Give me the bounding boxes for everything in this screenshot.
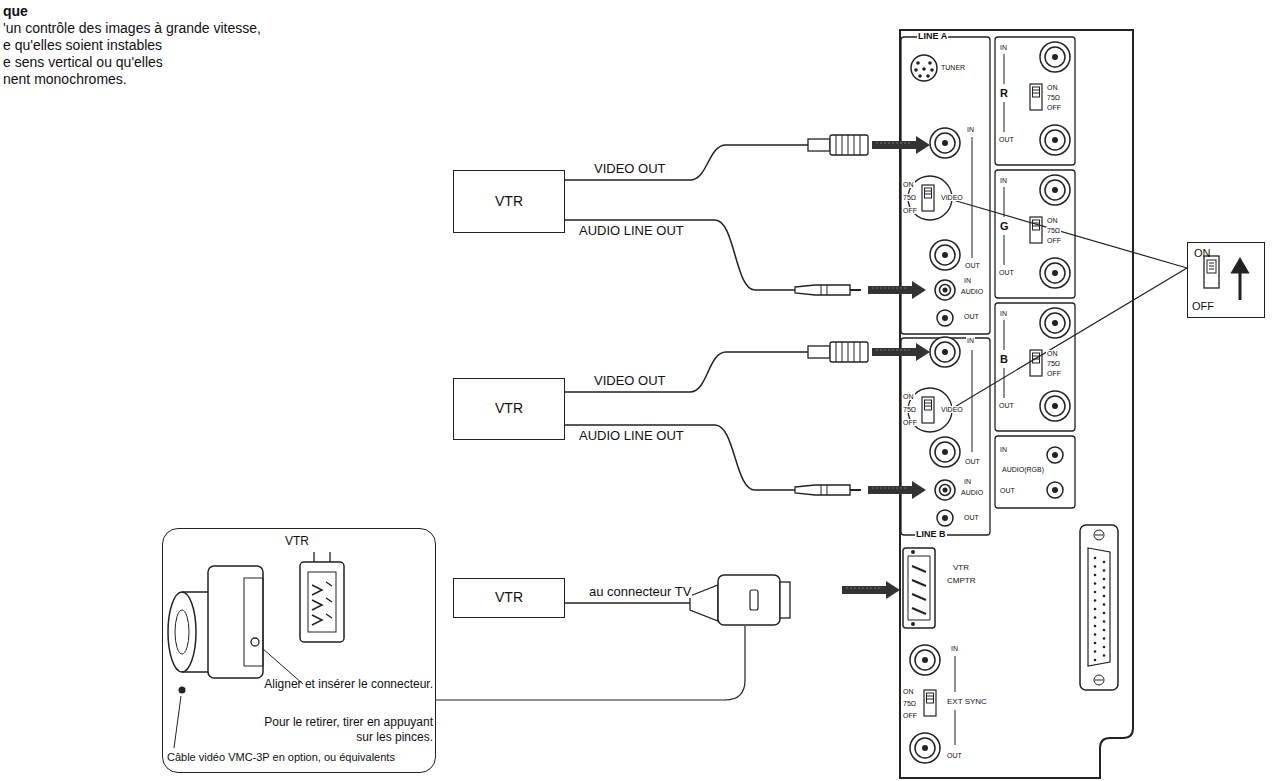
panel-label: ON [902,181,915,188]
node-title: VTR [267,534,327,549]
panel-label: 75Ω [1046,94,1061,101]
panel-label: IN [999,177,1008,184]
panel-label: 75Ω [902,194,917,201]
panel-label: ON [902,688,915,695]
node-title: ON [1194,247,1211,261]
wire-label: VIDEO OUT [593,162,667,175]
panel-label: ON [1046,350,1059,357]
note-text: e qu'elles soient instables [2,38,163,52]
note-text: 'un contrôle des images à grande vitesse… [2,21,262,35]
vtr-box: VTR [453,170,565,233]
panel-label: EXT SYNC [946,698,988,706]
panel-label: OFF [1046,104,1062,111]
panel-label: 75Ω [902,406,917,413]
panel-label: VTR [952,564,970,572]
node-title: VTR [495,400,523,418]
panel-label: B [999,354,1009,365]
note-text: e sens vertical ou qu'elles [2,55,164,69]
panel-label: OUT [998,402,1015,409]
panel-label: AUDIO [960,489,984,496]
panel-label: R [999,88,1009,99]
panel-label: VIDEO [940,194,964,201]
panel-label: OFF [902,419,918,426]
node-title: VTR [495,589,523,607]
panel-label: OFF [902,207,918,214]
node-note: Câble vidéo VMC-3P en option, ou équival… [167,751,433,765]
panel-label: IN [963,277,972,284]
panel-label: IN [999,44,1008,51]
panel-label: LINE B [915,530,947,539]
panel-label: G [999,221,1010,232]
panel-label: IN [999,310,1008,317]
wire-label: VIDEO OUT [593,374,667,387]
node-note: Aligner et insérer le connecteur. [263,677,433,692]
panel-label: OFF [1046,237,1062,244]
panel-label: IN [966,337,975,344]
panel-label: OUT [964,262,981,269]
panel-label: IN [999,446,1008,453]
panel-label: AUDIO [960,288,984,295]
wire-label: AUDIO LINE OUT [578,429,685,442]
panel-label: AUDIO(RGB) [1001,466,1045,473]
panel-label: IN [950,645,959,652]
node-note: OFF [1192,300,1214,314]
panel-label: ON [1046,217,1059,224]
panel-label: OUT [963,514,980,521]
panel-label: OUT [999,487,1016,494]
panel-label: OUT [964,458,981,465]
panel-label: OUT [998,269,1015,276]
panel-label: CMPTR [946,577,976,585]
panel-label: ON [1046,84,1059,91]
vtr-box: VTR [453,578,565,618]
wire-label: AUDIO LINE OUT [578,224,685,237]
panel-label: 75Ω [902,700,917,707]
vtr-box: VTR [453,378,565,440]
node-note: Pour le retirer, tirer en appuyant sur l… [253,715,433,745]
callout-box: VTR Aligner et insérer le connecteur. Pour… [162,528,436,773]
panel-label: IN [963,478,972,485]
panel-label: ON [902,393,915,400]
panel-label: VIDEO [940,406,964,413]
panel-label: OUT [946,752,963,759]
note-text: nent monochromes. [2,72,128,86]
panel-label: LINE A [917,32,948,41]
wire-label: au connecteur TV [588,585,692,598]
panel-label: IN [966,126,975,133]
panel-label: TUNER [940,64,966,71]
panel-label: OFF [902,712,918,719]
panel-label: OUT [998,136,1015,143]
node-title: VTR [495,193,523,211]
panel-label: OFF [1046,370,1062,377]
panel-label: 75Ω [1046,227,1061,234]
switch-callout: ON OFF [1187,242,1265,318]
panel-label: OUT [963,313,980,320]
note-text: que [2,4,29,18]
panel-label: 75Ω [1046,360,1061,367]
